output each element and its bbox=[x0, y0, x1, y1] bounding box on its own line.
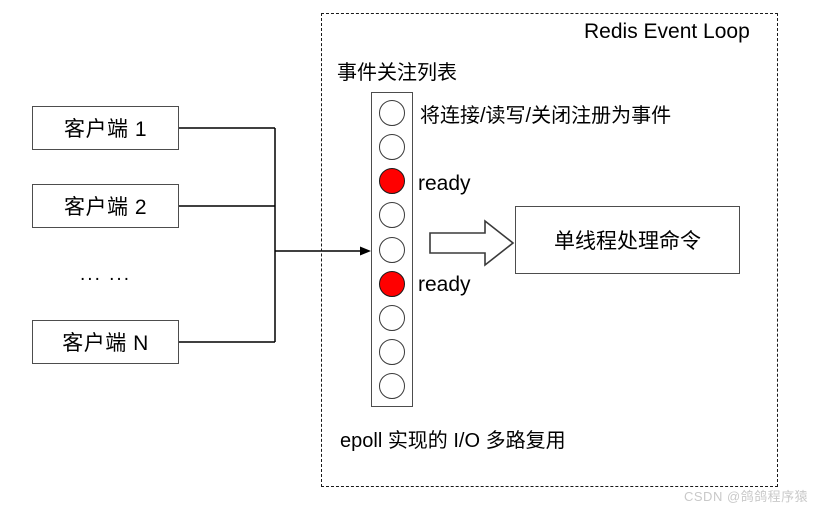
ready-label-1: ready bbox=[418, 172, 471, 195]
event-list-heading: 事件关注列表 bbox=[337, 62, 457, 84]
event-dot-6-ready[interactable] bbox=[379, 270, 405, 297]
client-label-2: 客户端 2 bbox=[63, 196, 147, 219]
event-dot-4[interactable] bbox=[379, 202, 405, 229]
single-thread-processor-label: 单线程处理命令 bbox=[554, 230, 701, 253]
register-event-note: 将连接/读写/关闭注册为事件 bbox=[420, 105, 672, 127]
redis-event-loop-container bbox=[321, 13, 778, 487]
csdn-watermark: CSDN @鸽鸽程序猿 bbox=[684, 489, 809, 504]
event-dot-1[interactable] bbox=[379, 100, 405, 126]
ready-label-2: ready bbox=[418, 273, 471, 296]
flow-arrow-icon bbox=[429, 219, 515, 267]
event-dot-7[interactable] bbox=[379, 304, 405, 331]
event-watch-list[interactable] bbox=[371, 92, 413, 407]
event-dot-5[interactable] bbox=[379, 236, 405, 263]
epoll-multiplexing-note: epoll 实现的 I/O 多路复用 bbox=[340, 430, 566, 452]
event-dot-9[interactable] bbox=[379, 373, 405, 399]
clients-ellipsis: ... ... bbox=[80, 264, 131, 285]
client-box-1[interactable]: 客户端 1 bbox=[32, 106, 179, 150]
event-loop-title: Redis Event Loop bbox=[584, 20, 750, 43]
event-dot-3-ready[interactable] bbox=[379, 168, 405, 195]
event-dot-2[interactable] bbox=[379, 134, 405, 161]
client-box-2[interactable]: 客户端 2 bbox=[32, 184, 179, 228]
client-label-1: 客户端 1 bbox=[63, 118, 147, 141]
event-dot-8[interactable] bbox=[379, 338, 405, 365]
single-thread-processor-box[interactable]: 单线程处理命令 bbox=[515, 206, 740, 274]
client-box-n[interactable]: 客户端 N bbox=[32, 320, 179, 364]
client-label-n: 客户端 N bbox=[62, 332, 149, 355]
